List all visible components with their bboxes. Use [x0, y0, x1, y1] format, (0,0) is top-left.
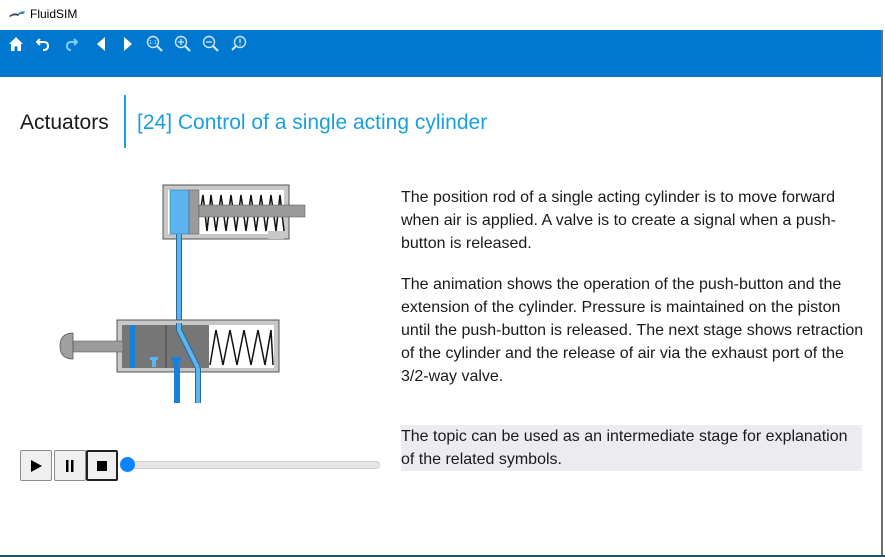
pause-button[interactable]: [54, 450, 86, 481]
arrow-right-icon: [124, 37, 132, 51]
home-button[interactable]: [5, 33, 27, 55]
zoom-reset-button[interactable]: 1:1: [144, 33, 166, 55]
redo-icon: [65, 38, 78, 51]
undo-icon: [36, 38, 50, 51]
note-text: The topic can be used as an intermediate…: [401, 428, 848, 468]
svg-text:1:1: 1:1: [149, 40, 157, 46]
next-button[interactable]: [117, 33, 139, 55]
stop-icon: [97, 460, 107, 471]
category-title: Actuators: [20, 111, 109, 134]
single-acting-cylinder: [162, 184, 306, 240]
zoom-out-icon: [202, 35, 219, 52]
zoom-1to1-icon: 1:1: [146, 35, 163, 52]
info-icon: [231, 35, 247, 51]
play-button[interactable]: [20, 450, 52, 481]
zoom-in-button[interactable]: [172, 33, 194, 55]
description-paragraph: The position rod of a single acting cyli…: [401, 189, 836, 252]
stop-button[interactable]: [86, 450, 118, 481]
topic-description: The position rod of a single acting cyli…: [401, 186, 866, 406]
topic-note: The topic can be used as an intermediate…: [401, 425, 862, 471]
toolbar: 1:1: [0, 30, 882, 77]
cylinder-valve-animation: [59, 184, 306, 403]
info-button[interactable]: [228, 33, 250, 55]
arrow-left-icon: [97, 37, 105, 51]
previous-button[interactable]: [90, 33, 112, 55]
description-paragraph: The animation shows the operation of the…: [401, 276, 864, 385]
topic-header: Actuators [24] Control of a single actin…: [0, 95, 880, 148]
progress-slider-track[interactable]: [125, 461, 380, 469]
window-border-bottom: [0, 555, 885, 557]
pause-icon: [66, 459, 74, 472]
window-border-right: [881, 30, 883, 557]
app-title: FluidSIM: [30, 7, 78, 21]
zoom-out-button[interactable]: [200, 33, 222, 55]
progress-slider-thumb[interactable]: [120, 457, 135, 472]
fluidsim-logo-icon: [9, 11, 25, 17]
title-bar: FluidSIM: [0, 0, 885, 30]
undo-button[interactable]: [32, 33, 54, 55]
zoom-in-icon: [174, 35, 191, 52]
redo-button[interactable]: [60, 33, 82, 55]
push-button: [59, 332, 124, 360]
pneumatic-diagram: [40, 175, 340, 405]
play-icon: [31, 459, 42, 472]
topic-title: [24] Control of a single acting cylinder: [137, 111, 488, 134]
3-2-way-valve: [116, 319, 280, 373]
home-icon: [9, 37, 23, 51]
header-divider: [124, 95, 126, 148]
